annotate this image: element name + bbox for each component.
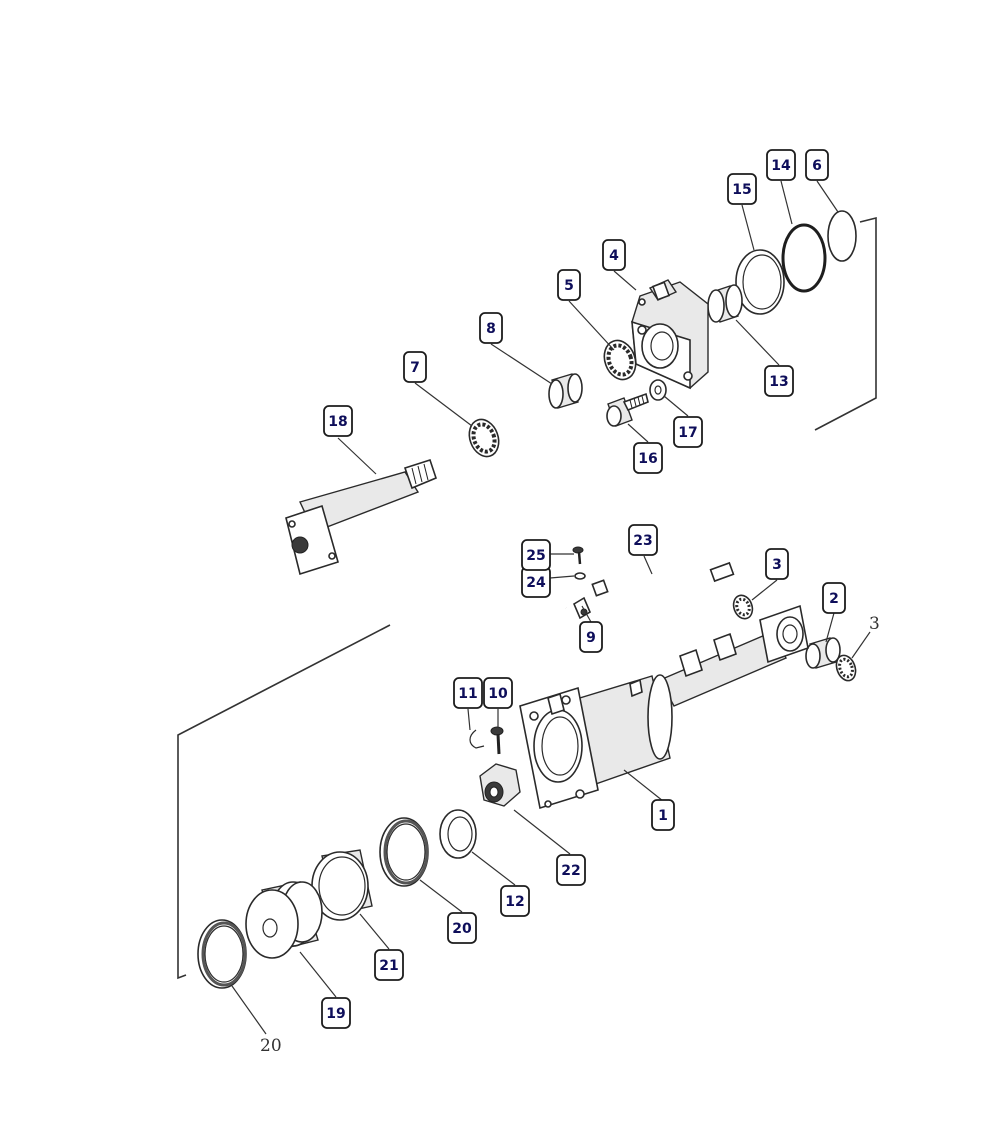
part-11-pin[interactable]: [469, 729, 485, 749]
part-10-screw[interactable]: [490, 726, 504, 755]
callout-3[interactable]: 3: [765, 548, 789, 580]
part-23-pipe[interactable]: [562, 561, 736, 609]
part-25-small-bolt[interactable]: [572, 546, 584, 565]
callout-11[interactable]: 11: [453, 677, 483, 709]
callout-19[interactable]: 19: [321, 997, 351, 1029]
part-18-shaft[interactable]: [285, 458, 437, 576]
part-13-bushing[interactable]: [707, 284, 743, 323]
part-24-small-washer[interactable]: [574, 572, 586, 580]
part-4-bracket[interactable]: [631, 279, 709, 390]
part-6-oring[interactable]: [827, 210, 857, 262]
callout-20-label: 20: [452, 921, 472, 937]
callout-8[interactable]: 8: [479, 312, 503, 344]
part-21-ring[interactable]: [311, 849, 373, 921]
callout-24-label: 24: [526, 575, 546, 591]
frame-lines: [177, 216, 877, 980]
part-22-nut[interactable]: [479, 763, 521, 807]
plain-label-20: 20: [260, 1036, 282, 1056]
callout-18-label: 18: [328, 414, 347, 430]
callout-1[interactable]: 1: [651, 799, 675, 831]
callout-2-label: 2: [829, 591, 839, 607]
callout-7-label: 7: [410, 360, 420, 376]
part-17-washer[interactable]: [649, 379, 667, 401]
callout-22[interactable]: 22: [556, 854, 586, 886]
part-16-bolt[interactable]: [606, 392, 649, 427]
callout-17-label: 17: [678, 425, 697, 441]
callout-12[interactable]: 12: [500, 885, 530, 917]
callout-11-label: 11: [458, 686, 477, 702]
callout-16-label: 16: [638, 451, 657, 467]
callout-10-label: 10: [488, 686, 508, 702]
callout-14[interactable]: 14: [766, 149, 796, 181]
part-15-ring[interactable]: [735, 249, 785, 315]
callout-19-label: 19: [326, 1006, 345, 1022]
part-2-bushing[interactable]: [805, 637, 841, 669]
callout-6[interactable]: 6: [805, 149, 829, 181]
callout-12-label: 12: [505, 894, 524, 910]
callout-13-label: 13: [769, 374, 788, 390]
callout-25-label: 25: [526, 548, 545, 564]
part-7-bearing[interactable]: [464, 415, 503, 460]
callout-4-label: 4: [609, 248, 619, 264]
part-8-sleeve[interactable]: [548, 373, 583, 409]
callout-14-label: 14: [771, 158, 791, 174]
callout-15-label: 15: [732, 182, 751, 198]
callout-5-label: 5: [564, 278, 574, 294]
callout-17[interactable]: 17: [673, 416, 703, 448]
callout-3-label: 3: [772, 557, 782, 573]
part-1-cylinder[interactable]: [519, 604, 809, 810]
part-14-oring[interactable]: [781, 223, 827, 293]
callout-20[interactable]: 20: [447, 912, 477, 944]
callout-22-label: 22: [561, 863, 580, 879]
callout-23[interactable]: 23: [628, 524, 658, 556]
part-3-bearing-secondary[interactable]: [833, 653, 859, 684]
leader-lines: [231, 180, 871, 1035]
callout-21-label: 21: [379, 958, 398, 974]
callout-18[interactable]: 18: [323, 405, 353, 437]
callout-2[interactable]: 2: [822, 582, 846, 614]
callout-5[interactable]: 5: [557, 269, 581, 301]
callout-13[interactable]: 13: [764, 365, 794, 397]
part-12-washer[interactable]: [439, 809, 477, 859]
callout-25[interactable]: 25: [521, 539, 551, 571]
callout-21[interactable]: 21: [374, 949, 404, 981]
callout-23-label: 23: [633, 533, 652, 549]
part-3-bearing[interactable]: [730, 593, 755, 622]
plain-label-3: 3: [869, 614, 880, 634]
part-5-bearing[interactable]: [599, 336, 641, 384]
callout-24[interactable]: 24: [521, 566, 551, 598]
callout-10[interactable]: 10: [483, 677, 513, 709]
callout-15[interactable]: 15: [727, 173, 757, 205]
callout-1-label: 1: [658, 808, 668, 824]
callout-8-label: 8: [486, 321, 496, 337]
callout-7[interactable]: 7: [403, 351, 427, 383]
callout-4[interactable]: 4: [602, 239, 626, 271]
callout-16[interactable]: 16: [633, 442, 663, 474]
callout-6-label: 6: [812, 158, 822, 174]
callout-9-label: 9: [586, 630, 596, 646]
callout-9[interactable]: 9: [579, 621, 603, 653]
part-20-seal[interactable]: [379, 817, 429, 887]
part-19-piston[interactable]: [245, 881, 323, 959]
part-20-seal-secondary[interactable]: [197, 919, 247, 989]
